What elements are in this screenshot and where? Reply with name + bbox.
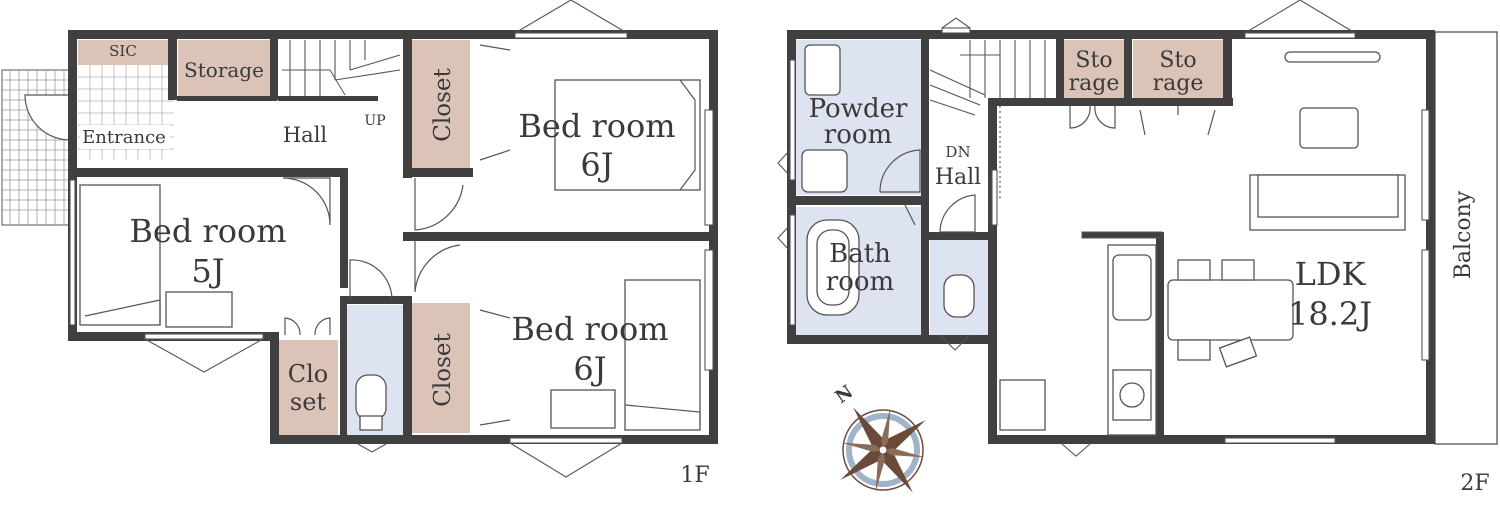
second-floor-furniture <box>801 44 1406 436</box>
compass-rose: N <box>832 381 926 493</box>
balcony <box>1434 31 1498 445</box>
first-floor: SIC Storage Entrance Hall UP Closet Bed … <box>1 0 718 488</box>
storage-label: Storage <box>184 58 264 82</box>
closet-small-label-line2: set <box>290 388 327 416</box>
powder-room-label-line1: Powder <box>809 94 908 124</box>
bedroom-left-name: Bed room <box>129 212 286 250</box>
storage-fill <box>178 40 270 98</box>
storage1-fill <box>1064 40 1124 98</box>
sic-label: SIC <box>109 42 137 60</box>
closet-bottom-fill <box>410 303 470 433</box>
first-floor-furniture <box>79 79 701 431</box>
storage1-label-line1: Sto <box>1075 48 1112 73</box>
dn-label: DN <box>945 143 970 161</box>
closet-bottom-label: Closet <box>430 333 456 407</box>
closet-top-fill <box>410 40 470 170</box>
second-floor: Powder room Bath room DN Hall Sto rage S… <box>777 0 1498 496</box>
bedroom-top-name: Bed room <box>518 107 675 145</box>
balcony-label: Balcony <box>1451 190 1476 279</box>
entrance-label: Entrance <box>82 127 166 148</box>
storage2-label-line1: Sto <box>1159 48 1196 73</box>
closet-small-label-line1: Clo <box>288 360 329 388</box>
bedroom-bottom-name: Bed room <box>511 310 668 348</box>
bedroom-left-size: 5J <box>191 252 224 290</box>
entrance-porch <box>1 69 71 226</box>
hall-2f-label: Hall <box>935 165 981 190</box>
sic-fill <box>78 40 168 65</box>
storage2-label-line2: rage <box>1153 71 1204 96</box>
bath-room-label-line1: Bath <box>829 239 891 269</box>
second-floor-windows <box>777 0 1430 457</box>
first-floor-doors <box>282 44 511 426</box>
floor-label-2f: 2F <box>1460 471 1489 496</box>
closet-small-fill <box>278 340 338 435</box>
closet-top-label: Closet <box>430 68 456 142</box>
second-floor-labels: Powder room Bath room DN Hall Sto rage S… <box>809 48 1490 496</box>
compass-north-label: N <box>832 381 858 408</box>
second-floor-doors <box>879 105 1216 233</box>
stairs-1f <box>282 40 401 96</box>
ldk-size: 18.2J <box>1288 295 1372 333</box>
hall-1f-label: Hall <box>283 123 328 147</box>
bedroom-bottom-size: 6J <box>573 350 606 388</box>
storage2-fill <box>1133 40 1223 98</box>
up-label: UP <box>364 113 385 129</box>
bedroom-top-size: 6J <box>580 146 613 184</box>
powder-room-label-line2: room <box>824 120 892 150</box>
second-floor-walls <box>787 30 1435 444</box>
ldk-name: LDK <box>1295 255 1367 293</box>
first-floor-labels: SIC Storage Entrance Hall UP Closet Bed … <box>80 42 710 488</box>
first-floor-windows <box>69 0 714 478</box>
storage1-label-line2: rage <box>1069 71 1120 96</box>
bath-room-label-line2: room <box>826 267 894 297</box>
floor-label-1f: 1F <box>680 463 709 488</box>
stairs-2f <box>929 40 1046 200</box>
